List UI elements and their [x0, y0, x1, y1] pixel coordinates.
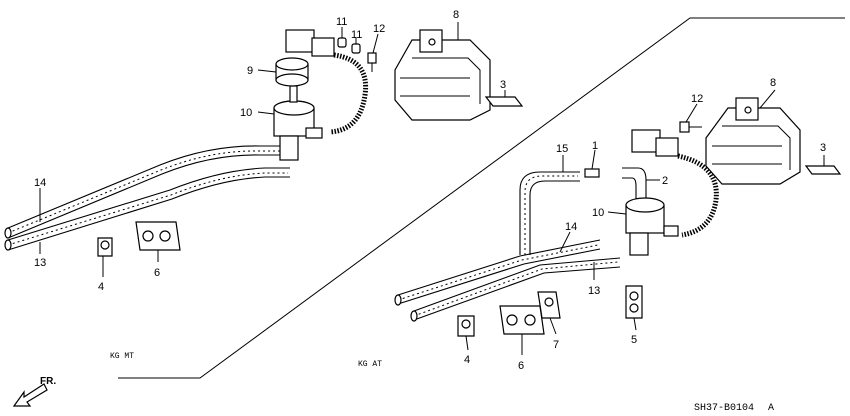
- clip-4-left: [97, 237, 113, 257]
- leader-5-right: [633, 317, 637, 331]
- callout-8-left: 8: [453, 9, 459, 21]
- callout-11b-left: 11: [351, 29, 362, 41]
- leader-10-right: [607, 211, 627, 215]
- callout-4-right: 4: [464, 354, 470, 366]
- callout-10-right: 10: [592, 207, 604, 219]
- callout-14-left: 14: [34, 177, 46, 189]
- callout-6-right: 6: [518, 360, 524, 372]
- bolt-12-right: [679, 121, 702, 133]
- front-arrow-label: FR.: [40, 376, 56, 387]
- air-filter-9-left: [275, 57, 309, 87]
- callout-5-right: 5: [631, 334, 637, 346]
- leader-12-left: [372, 33, 379, 54]
- hose-13-right: [410, 257, 621, 322]
- hose-14-left: [4, 145, 290, 239]
- callout-12-left: 12: [373, 23, 385, 35]
- front-direction-indicator: FR.: [12, 376, 56, 407]
- diagram-code: SH37-B0104: [694, 403, 754, 414]
- callout-3-right: 3: [820, 142, 826, 154]
- left-assembly: 3 4 6 8 9 10 11 11 12 13 14: [4, 9, 524, 293]
- joint-1-right: [584, 168, 600, 178]
- clamp-6-left: [135, 221, 181, 251]
- callout-12-right: 12: [691, 93, 703, 105]
- diagram-code-suffix: A: [768, 403, 774, 414]
- bracket-8-right: [705, 97, 801, 185]
- callout-11a-left: 11: [336, 16, 347, 28]
- leader-1-right: [591, 149, 596, 170]
- leader-4-right: [465, 335, 469, 351]
- solenoid-valve-10-right: [625, 197, 679, 256]
- clip-4-right: [457, 315, 475, 337]
- leader-12-right: [685, 103, 698, 123]
- clamp-6-right: [499, 305, 545, 335]
- front-arrow-icon: [12, 383, 48, 407]
- leader-9-left: [257, 69, 277, 73]
- hose-14-right: [394, 239, 601, 306]
- right-assembly: 1 2 3 4 5 6 7 8 10 12 13 14 15: [394, 77, 842, 372]
- variant-caption-left: KG MT: [110, 352, 134, 361]
- connector-harness-left: [285, 29, 369, 135]
- clip-3-right: [804, 165, 842, 175]
- leader-8-right: [759, 89, 776, 109]
- clip-5-right: [625, 285, 643, 319]
- connector-harness-right: [631, 129, 719, 238]
- callout-6-left: 6: [154, 267, 160, 279]
- callout-4-left: 4: [98, 281, 104, 293]
- solenoid-valve-10-left: [273, 85, 323, 161]
- callout-9-left: 9: [247, 65, 253, 77]
- bracket-8-left: [394, 29, 491, 121]
- callout-13-left: 13: [34, 257, 46, 269]
- hose-2-right: [622, 167, 647, 200]
- callout-10-left: 10: [240, 107, 252, 119]
- callout-2-right: 2: [662, 175, 668, 187]
- callout-8-right: 8: [770, 77, 776, 89]
- callout-13-right: 13: [588, 285, 600, 297]
- callout-3-left: 3: [500, 79, 506, 91]
- hose-15-right: [519, 171, 580, 255]
- variant-divider-line: [118, 17, 845, 379]
- callout-14-right: 14: [565, 221, 577, 233]
- leader-7-right: [549, 317, 557, 335]
- hose-13-left: [4, 167, 290, 251]
- callout-1-right: 1: [592, 140, 598, 152]
- variant-caption-right: KG AT: [358, 360, 382, 369]
- callout-15-right: 15: [556, 143, 568, 155]
- clip-3-left: [484, 96, 524, 107]
- clamp-7-right: [537, 291, 561, 319]
- bolt-12-left: [367, 52, 377, 72]
- leader-14-right: [559, 231, 571, 253]
- leader-10-left: [257, 111, 275, 115]
- callout-7-right: 7: [553, 339, 559, 351]
